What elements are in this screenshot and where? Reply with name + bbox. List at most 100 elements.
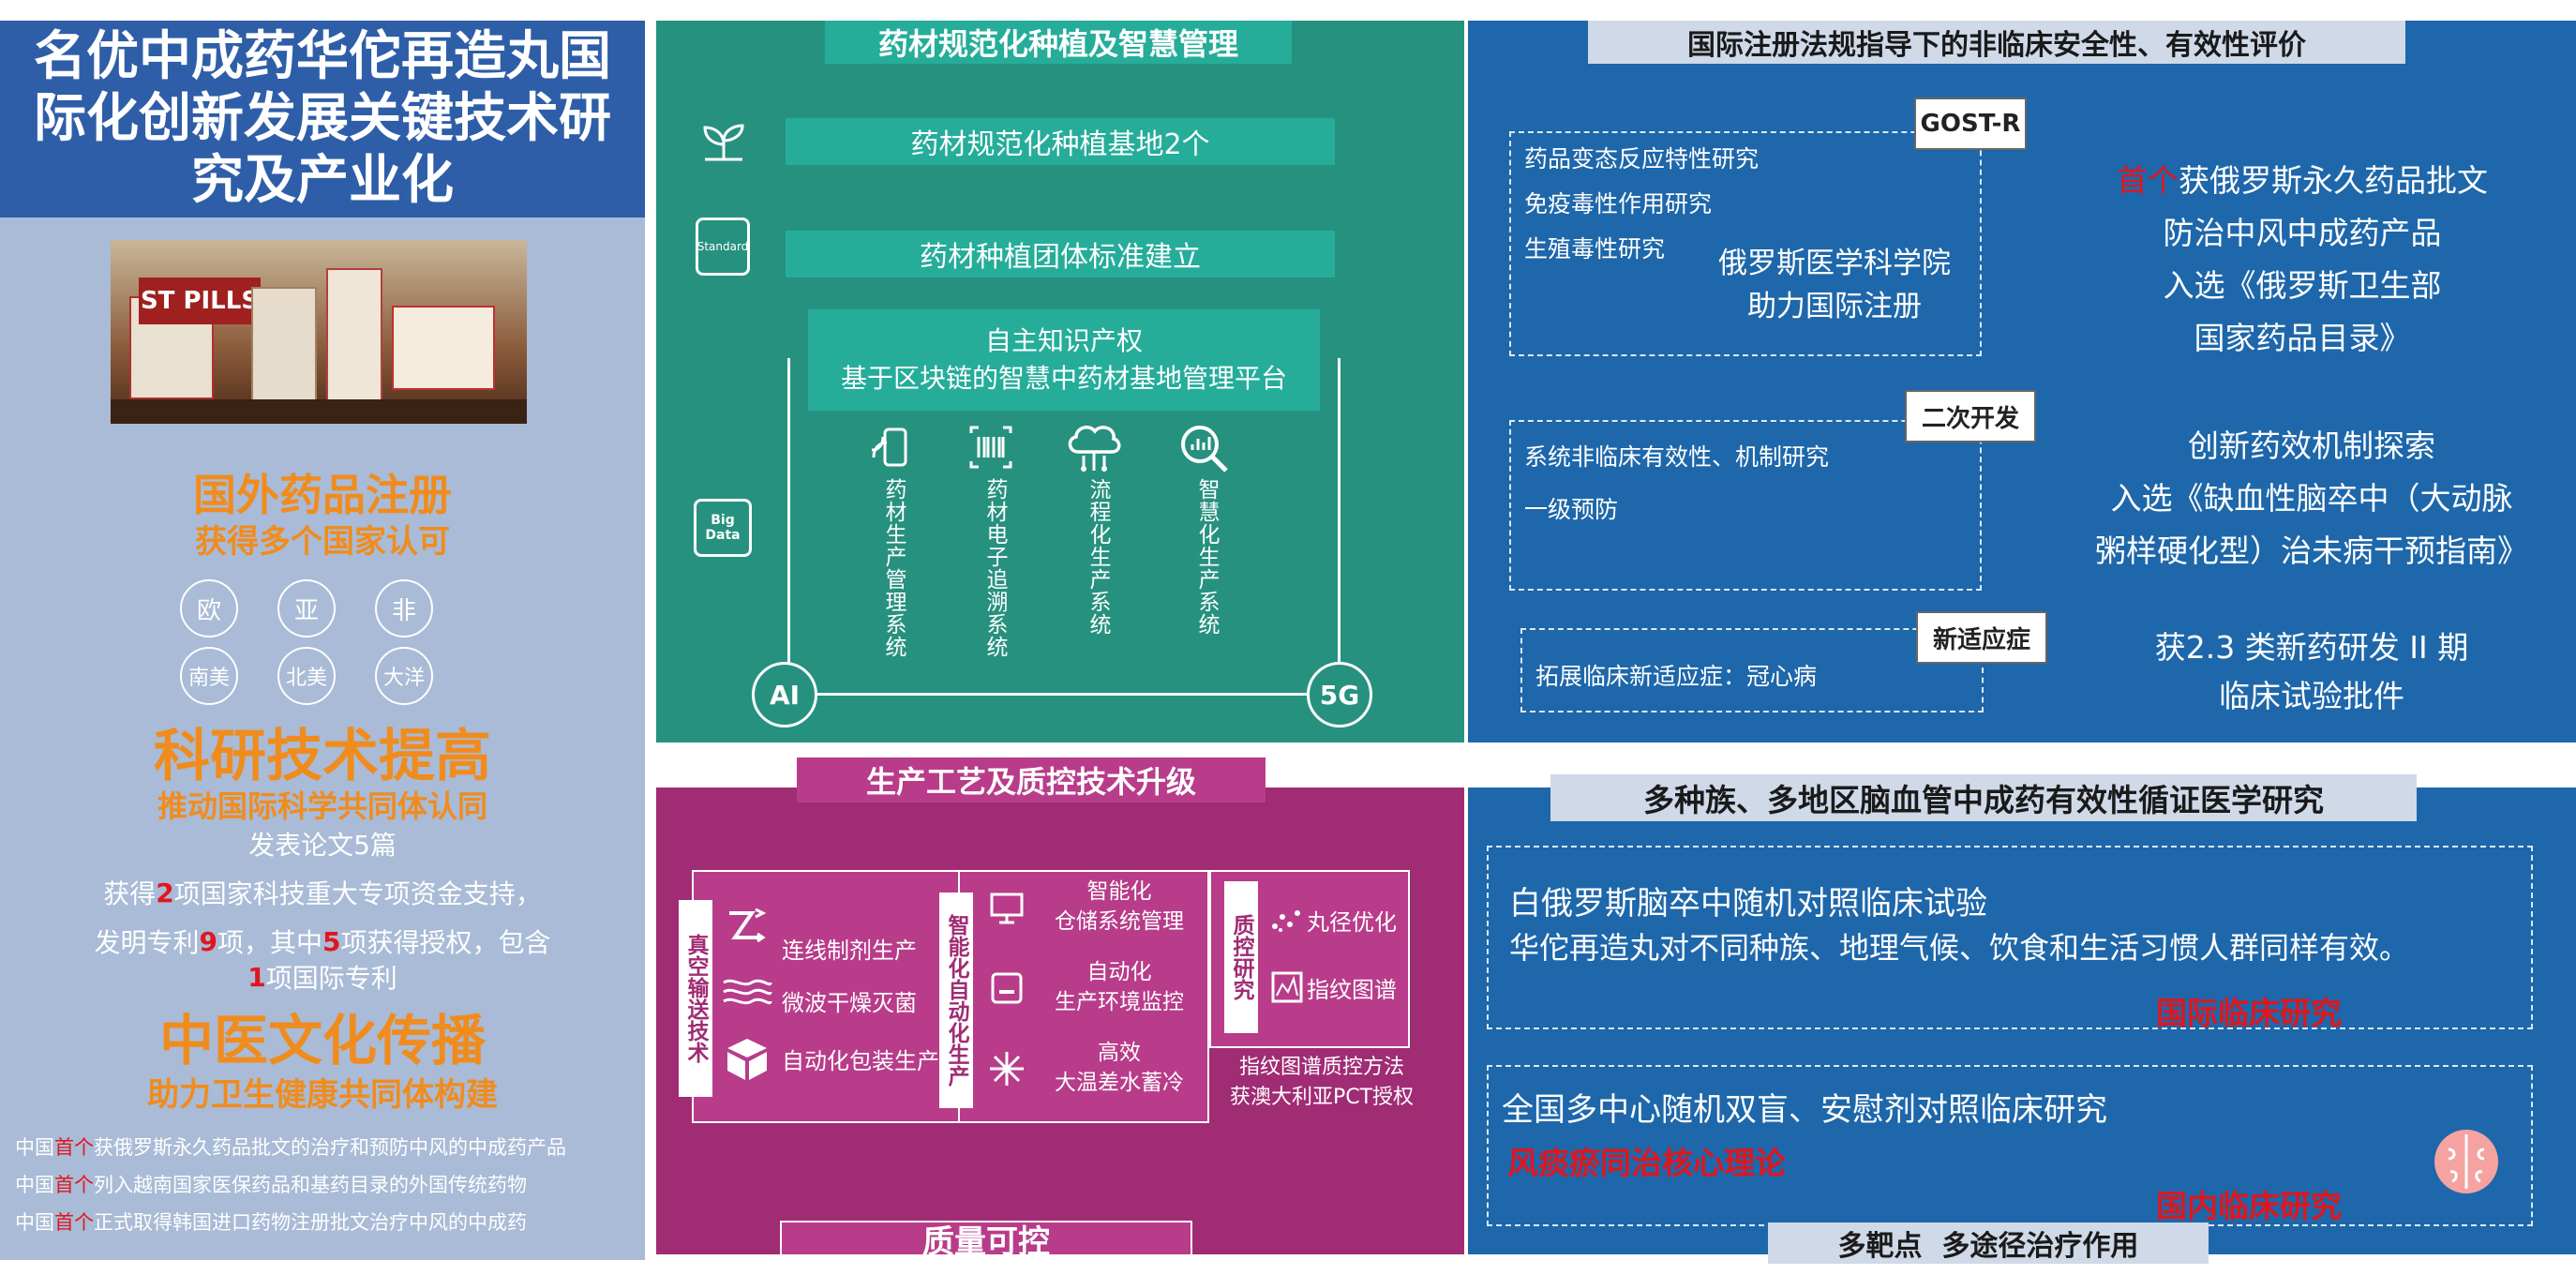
automation-box: [958, 870, 1209, 1123]
international-clinical-label: 国际临床研究: [2156, 995, 2342, 1031]
system-traceability: 药材电子追溯系统: [982, 478, 1007, 658]
production-line-icon: [726, 906, 767, 947]
cloud-icon: [1063, 418, 1125, 474]
belarus-trial-title: 白俄罗斯脑卒中随机对照临床试验: [1509, 885, 1987, 922]
automation-title: 智能化自动化生产: [939, 892, 973, 1108]
belarus-trial-conclusion: 华佗再造丸对不同种族、地理气候、饮食和生活习惯人群同样有效。: [1509, 930, 2410, 966]
qc-item: 指纹图谱: [1307, 977, 1397, 1003]
nonclinical-panel: 国际注册法规指导下的非临床安全性、有效性评价 GOST-R 药品变态反应特性研究…: [1468, 21, 2576, 742]
region-south-america: 南美: [180, 647, 238, 705]
gost-r-tag: GOST-R: [1914, 98, 2027, 150]
qc-item: 丸径优化: [1307, 909, 1397, 936]
core-theory-label: 风痰瘀同治核心理论: [1507, 1145, 1786, 1181]
product-label: ST PILLS: [139, 278, 261, 324]
warehouse-item: 智能化仓储系统管理: [1055, 879, 1184, 934]
international-trial-box: [1487, 846, 2533, 1029]
fingerprint-pct-note: 指纹图谱质控方法获澳大利亚PCT授权: [1229, 1056, 1415, 1109]
quality-control-title: 质控研究: [1224, 881, 1258, 1033]
barcode-icon: [967, 424, 1014, 471]
platform-frame: [787, 358, 1340, 696]
region-africa: 非: [375, 579, 433, 638]
microwave-icon: [722, 975, 772, 1009]
vacuum-item: 微波干燥灭菌: [782, 990, 917, 1016]
box2-item: 系统非临床有效性、机制研究: [1524, 443, 1830, 471]
section-culture-subtitle: 助力卫生健康共同体构建: [147, 1075, 498, 1114]
multi-target-footer: 多靶点 多途径治疗作用: [1768, 1222, 2209, 1264]
vacuum-transport-title: 真空输送技术: [679, 900, 712, 1097]
cultivation-panel: 药材规范化种植及智慧管理 药材规范化种植基地2个 Standard 药材种植团体…: [656, 21, 1464, 742]
secondary-development-tag: 二次开发: [1905, 390, 2036, 442]
box1-item: 生殖毒性研究: [1524, 235, 1666, 262]
section-culture-title: 中医文化传播: [158, 1009, 486, 1072]
computer-icon: [988, 892, 1026, 924]
section-registration-title: 国外药品注册: [193, 470, 452, 520]
box1-item: 免疫毒性作用研究: [1524, 190, 1713, 218]
environment-monitor-item: 自动化生产环境监控: [1055, 960, 1184, 1014]
new-indication-tag: 新适应症: [1916, 611, 2047, 664]
analytics-search-icon: [1177, 422, 1230, 474]
platform-title: 自主知识产权 基于区块链的智慧中药材基地管理平台: [808, 309, 1320, 411]
nonclinical-box-1: [1509, 131, 1982, 356]
new-drug-approval-result: 获2.3 类新药研发 II 期 临床试验批件: [2154, 629, 2469, 714]
box1-item: 药品变态反应特性研究: [1524, 145, 1760, 172]
first-item: 中国首个正式取得韩国进口药物注册批文治疗中风的中成药: [15, 1211, 527, 1234]
russian-academy-note: 俄罗斯医学科学院 助力国际注册: [1718, 247, 1951, 323]
left-column: ST PILLS 国外药品注册 获得多个国家认可 欧 亚 非 南美 北美 大洋 …: [0, 218, 645, 1260]
region-oceania: 大洋: [375, 647, 433, 705]
product-box: [251, 287, 317, 409]
vacuum-item: 连线制剂生产: [782, 938, 917, 964]
section-research-subtitle: 推动国际科学共同体认同: [157, 788, 487, 824]
guideline-result: 创新药效机制探索 入选《缺血性脑卒中（大动脉 粥样硬化型）治未病干预指南》: [2095, 428, 2528, 569]
domestic-clinical-label: 国内临床研究: [2156, 1188, 2342, 1224]
snowflake-icon: [988, 1050, 1026, 1088]
package-box-icon: [724, 1035, 771, 1082]
region-europe: 欧: [180, 579, 238, 638]
production-header: 生产工艺及质控技术升级: [797, 758, 1266, 802]
clinical-header: 多种族、多地区脑血管中成药有效性循证医学研究: [1550, 774, 2417, 821]
production-system-icon: [866, 424, 913, 471]
papers-count: 发表论文5篇: [248, 830, 397, 861]
planting-bases-bar: 药材规范化种植基地2个: [786, 118, 1335, 165]
nonclinical-box-3: [1520, 628, 1984, 712]
domestic-trial-title: 全国多中心随机双盲、安慰剂对照临床研究: [1502, 1091, 2107, 1129]
sprout-icon: [696, 114, 752, 171]
system-production-management: 药材生产管理系统: [881, 478, 906, 658]
first-item: 中国首个获俄罗斯永久药品批文的治疗和预防中风的中成药产品: [15, 1136, 566, 1159]
page-title-text: 名优中成药华佗再造丸国际化创新发展关键技术研究及产业化: [34, 26, 611, 211]
product-shelf: [111, 399, 527, 424]
system-smart-production: 智慧化生产系统: [1194, 478, 1219, 636]
page-title: 名优中成药华佗再造丸国际化创新发展关键技术研究及产业化: [0, 21, 645, 218]
quality-footer: 质量可控: [780, 1221, 1192, 1261]
big-data-icon: Big Data: [694, 499, 752, 557]
particles-icon: [1269, 906, 1303, 934]
nonclinical-header: 国际注册法规指导下的非临床安全性、有效性评价: [1588, 21, 2405, 64]
5g-badge: 5G: [1307, 662, 1372, 728]
standard-icon: Standard: [696, 218, 750, 276]
brain-icon: [2430, 1125, 2503, 1198]
production-panel: 生产工艺及质控技术升级 真空输送技术 连线制剂生产 微波干燥灭菌 自动化包装生产…: [656, 758, 1464, 1261]
standard-bar: 药材种植团体标准建立: [786, 231, 1335, 278]
russia-approval-result: 首个获俄罗斯永久药品批文 防治中风中成药产品 入选《俄罗斯卫生部 国家药品目录》: [2117, 162, 2488, 356]
section-research-title: 科研技术提高: [154, 723, 491, 789]
section-registration-subtitle: 获得多个国家认可: [195, 522, 450, 561]
cold-storage-item: 高效大温差水蓄冷: [1055, 1041, 1184, 1095]
first-item: 中国首个列入越南国家医保药品和基药目录的外国传统药物: [15, 1174, 527, 1196]
vacuum-item: 自动化包装生产: [782, 1048, 939, 1074]
cultivation-header: 药材规范化种植及智慧管理: [825, 21, 1292, 64]
box2-item: 一级预防: [1524, 496, 1619, 523]
monitor-icon: [990, 971, 1024, 1005]
nonclinical-box-2: [1509, 420, 1982, 591]
ai-badge: AI: [752, 662, 817, 728]
product-box: [326, 268, 382, 409]
region-north-america: 北美: [277, 647, 336, 705]
region-asia: 亚: [277, 579, 336, 638]
system-process-production: 流程化生产系统: [1086, 478, 1110, 636]
fingerprint-chart-icon: [1271, 971, 1303, 1003]
clinical-panel: 多种族、多地区脑血管中成药有效性循证医学研究 白俄罗斯脑卒中随机对照临床试验 华…: [1468, 774, 2576, 1264]
box3-item: 拓展临床新适应症：冠心病: [1535, 663, 1818, 690]
product-image: ST PILLS: [111, 240, 527, 424]
product-box: [392, 306, 495, 390]
